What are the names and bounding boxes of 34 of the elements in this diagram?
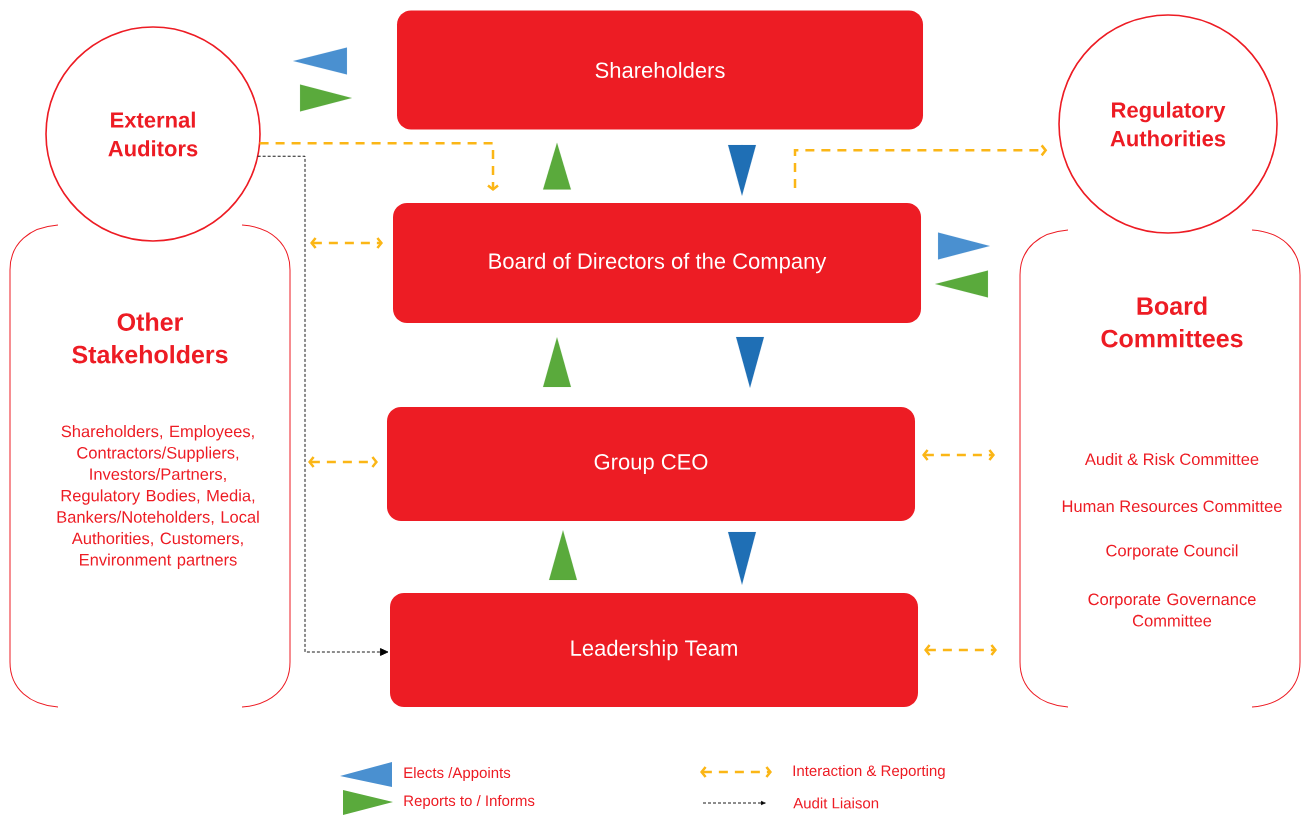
dashed-arrow	[259, 142, 499, 191]
legend-text: Interaction & Reporting	[793, 765, 945, 779]
group-text: Corporate Governance Committee	[1088, 593, 1256, 627]
triangle-arrow	[728, 531, 756, 585]
dashed-arrow	[924, 644, 997, 656]
dashed-arrow	[308, 456, 378, 468]
triangle-arrow	[543, 337, 571, 388]
group-heading: Board Committees	[1101, 296, 1243, 348]
group-heading: Other Stakeholders	[72, 312, 228, 364]
process-box: Group CEO	[387, 407, 915, 521]
process-box: Board of Directors of the Company	[393, 203, 921, 323]
dashed-arrow	[793, 144, 1048, 188]
group-text: Human Resources Committee	[1062, 499, 1282, 513]
bracket-panel	[1019, 229, 1301, 708]
triangle-arrow	[549, 530, 577, 581]
bracket-panel	[9, 224, 291, 708]
group-text: Corporate Council	[1106, 544, 1238, 560]
process-box: Shareholders	[397, 10, 923, 130]
triangle-arrow	[736, 336, 764, 388]
dashed-arrow	[310, 237, 383, 249]
group-text: Shareholders, Employees, Contractors/Suppliers, Investors/Partners, Regulatory Bodies, Media, Bankers/Noteholders, Local Authorities, Customers, Environment partners	[57, 425, 259, 569]
legend-text: Reports to / Informs	[404, 795, 535, 809]
process-box: Leadership Team	[390, 593, 918, 707]
legend-text: Elects /Appoints	[404, 767, 511, 781]
triangle-arrow	[728, 144, 756, 196]
dashed-arrow	[922, 449, 995, 461]
triangle-arrow	[299, 84, 352, 112]
triangle-arrow	[935, 270, 989, 298]
legend-text: Audit Liaison	[793, 797, 879, 809]
triangle-arrow	[937, 232, 990, 260]
triangle-arrow	[293, 47, 348, 75]
dotted-arrow	[257, 155, 389, 656]
triangle-arrow	[543, 142, 571, 191]
group-text: Audit & Risk Committee	[1084, 452, 1259, 466]
